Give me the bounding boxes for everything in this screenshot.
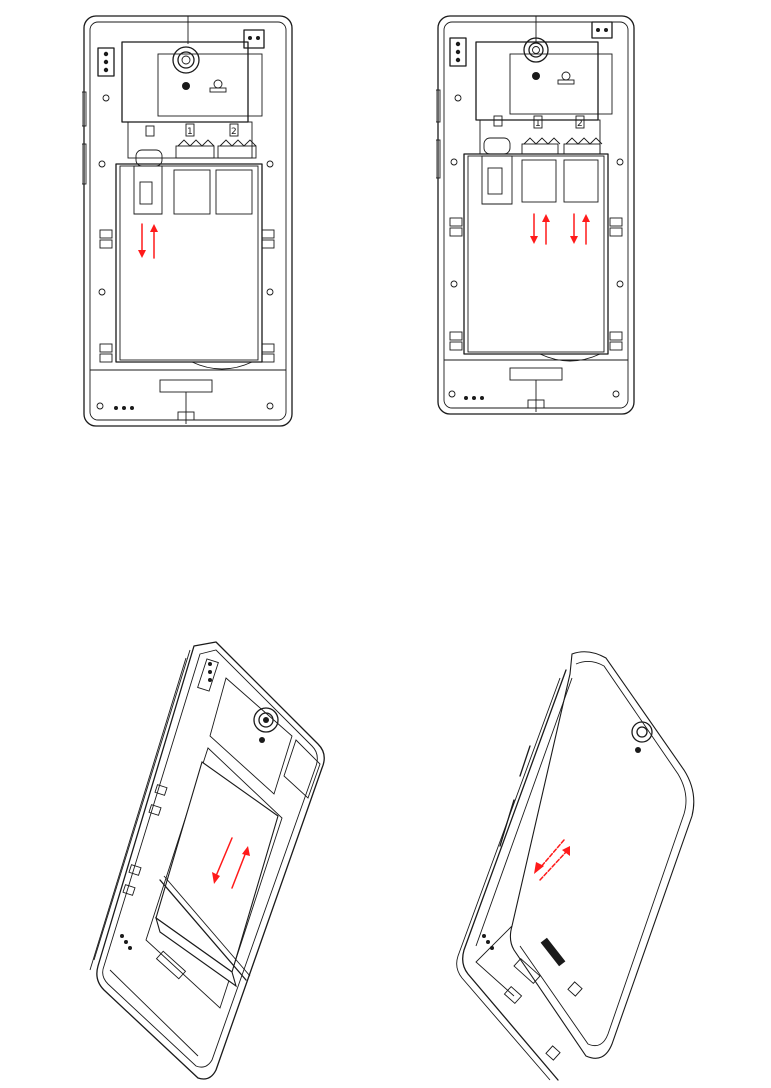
- direction-arrows-icon: [530, 214, 590, 244]
- figure-sim-card-insertion: 1 2: [436, 14, 636, 418]
- phone-back-open-icon: 1 2: [436, 14, 636, 418]
- sim-number-1: 1: [535, 119, 541, 129]
- figure-battery-insertion: [86, 640, 342, 1084]
- sim-number-1: 1: [187, 127, 193, 137]
- phone-back-cover-perspective-icon: [454, 650, 704, 1086]
- direction-arrows-icon: [138, 224, 158, 258]
- sim-number-2: 2: [231, 127, 237, 137]
- figure-back-cover-attachment: [454, 650, 704, 1086]
- phone-back-open-perspective-icon: [86, 640, 342, 1084]
- figure-memory-card-insertion: 1 2: [82, 14, 294, 430]
- sim-number-2: 2: [577, 119, 583, 129]
- phone-back-open-icon: 1 2: [82, 14, 294, 430]
